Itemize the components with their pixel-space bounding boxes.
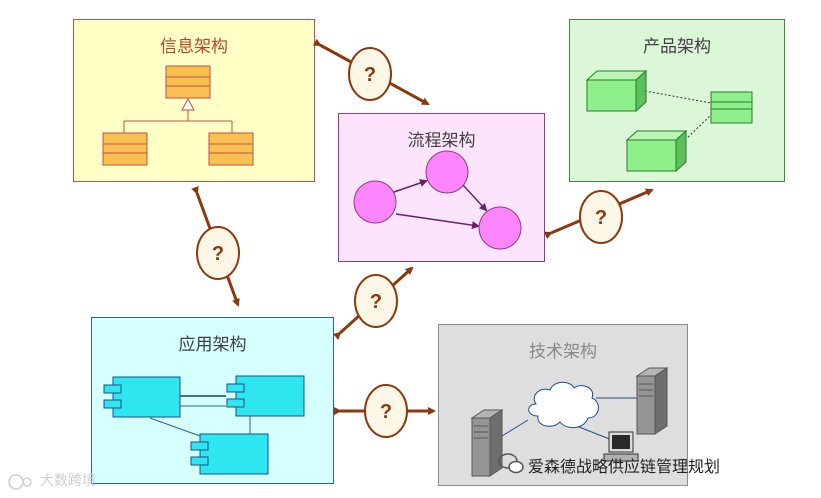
question-bubble <box>354 274 398 328</box>
process-flow-diagram <box>353 150 522 250</box>
question-mark: ? <box>595 207 607 229</box>
question-bubble <box>348 47 392 101</box>
question-bubble <box>579 190 623 244</box>
application-component-diagram <box>103 375 305 475</box>
question-mark: ? <box>212 243 224 265</box>
wechat-icon <box>498 453 524 474</box>
brand-logo-icon <box>8 474 32 490</box>
watermark-wechat-text: 爱森德战略供应链管理规划 <box>528 457 721 476</box>
question-bubble <box>196 226 240 280</box>
connector-app-process: ? <box>332 266 414 340</box>
product-architecture-title: 产品架构 <box>643 37 711 57</box>
technology-network-diagram <box>470 367 669 477</box>
question-mark: ? <box>370 291 382 313</box>
watermark-brand-text: 大数跨境 <box>40 473 96 489</box>
question-mark: ? <box>364 64 376 86</box>
connector-app-tech: ? <box>334 384 436 438</box>
product-cube-diagram <box>585 69 753 173</box>
connector-product-process: ? <box>543 188 654 244</box>
connector-info-app: ? <box>191 185 240 307</box>
application-architecture-title: 应用架构 <box>178 335 247 355</box>
process-architecture-title: 流程架构 <box>407 131 476 151</box>
info-architecture-title: 信息架构 <box>160 37 228 57</box>
connector-info-process: ? <box>312 38 430 106</box>
info-class-diagram <box>102 65 254 166</box>
technology-architecture-title: 技术架构 <box>529 342 597 362</box>
question-mark: ? <box>380 401 392 423</box>
question-bubble <box>364 384 408 438</box>
